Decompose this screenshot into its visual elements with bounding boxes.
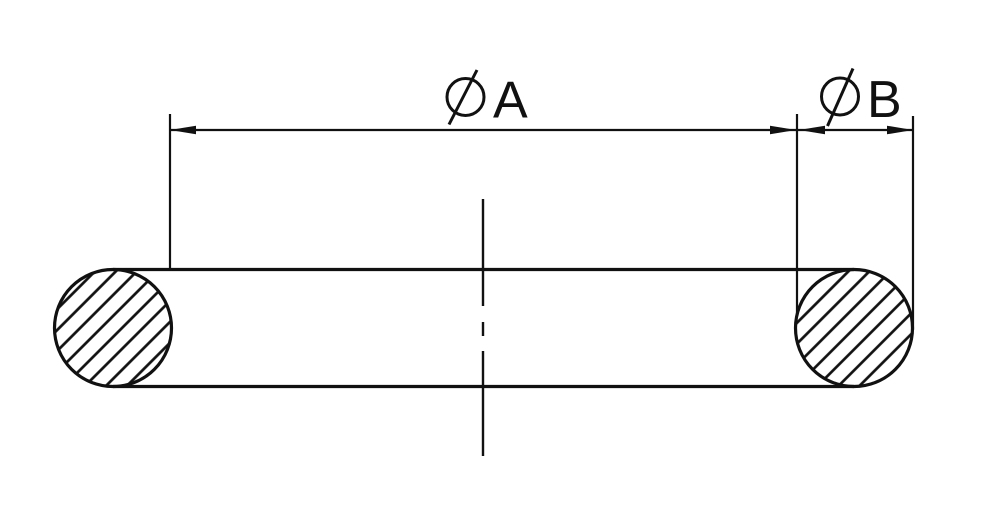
ring-outline — [52, 267, 915, 389]
diameter-symbol-icon — [820, 67, 860, 127]
diameter-symbol-slash — [447, 69, 479, 126]
diameter-symbol-circle — [445, 77, 486, 117]
dimension-arrows — [170, 125, 913, 135]
diameter-symbol-icon — [445, 69, 486, 126]
cross-section-right-circle — [793, 267, 915, 389]
arrow-b-left — [799, 125, 825, 135]
arrow-a-left — [170, 125, 196, 135]
arrow-b-right — [887, 125, 913, 135]
arrow-a-right — [770, 125, 796, 135]
dim-a-letter: A — [493, 72, 528, 130]
dimension-lines — [168, 114, 915, 330]
diameter-symbol-circle — [820, 76, 860, 117]
dimension-label-b: B — [820, 67, 902, 129]
diameter-symbol-slash — [826, 67, 855, 127]
dim-b-letter: B — [867, 71, 902, 129]
cross-section-left-circle — [52, 267, 174, 389]
dimension-label-a: A — [445, 69, 528, 130]
